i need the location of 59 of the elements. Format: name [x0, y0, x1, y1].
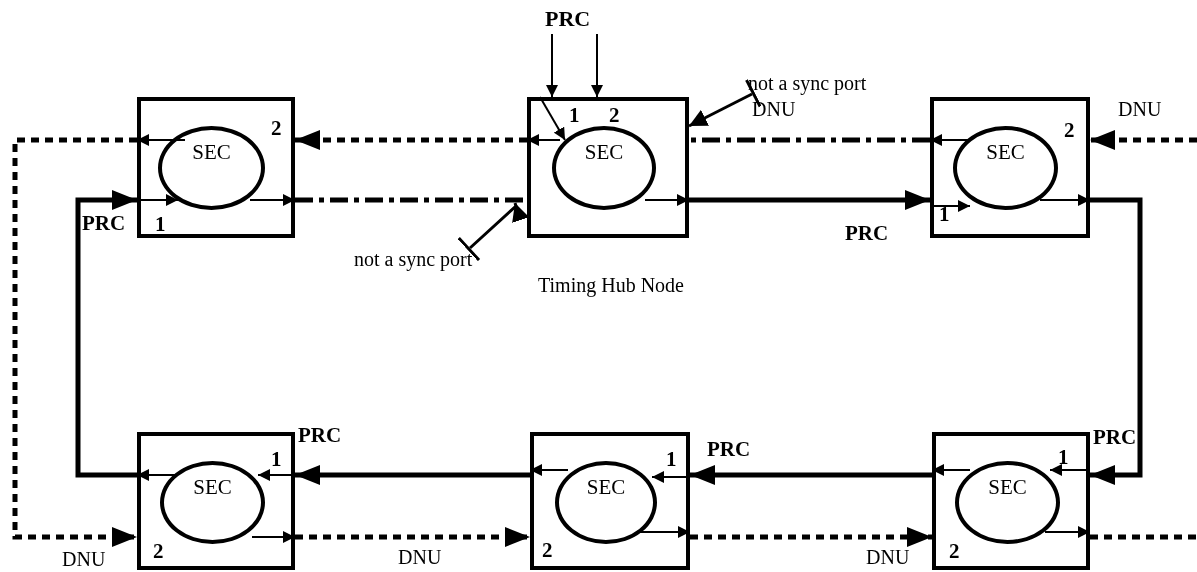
leader-arrow	[457, 202, 530, 262]
signal-arrow	[689, 190, 930, 210]
clock-name: SEC	[988, 475, 1027, 499]
network-node-box	[530, 432, 690, 570]
clock-ellipse	[555, 461, 657, 544]
port-number: 2	[1064, 119, 1075, 141]
clock-name: SEC	[986, 140, 1025, 164]
port-number: 1	[271, 448, 282, 470]
port-number: 1	[1058, 446, 1069, 468]
port-number: 1	[155, 213, 166, 235]
port-number: 2	[542, 539, 553, 561]
port-number: 2	[949, 540, 960, 562]
edge-label: PRC	[845, 222, 889, 244]
clock-ellipse	[552, 126, 656, 210]
clock-ellipse	[953, 126, 1058, 210]
network-node-box	[930, 97, 1090, 238]
signal-arrow	[75, 190, 137, 478]
edge-label: PRC	[298, 424, 342, 446]
edge-label: DNU	[752, 98, 796, 120]
network-node-box	[932, 432, 1090, 570]
edge-label: DNU	[1118, 98, 1162, 120]
port-number: 2	[609, 104, 620, 126]
edge-label: PRC	[82, 212, 126, 234]
signal-arrow	[591, 33, 603, 98]
port-number: 1	[666, 448, 677, 470]
dashed-connector	[295, 130, 527, 150]
clock-name: SEC	[193, 475, 232, 499]
clock-name: SEC	[584, 140, 624, 164]
dashed-connector	[1090, 534, 1197, 540]
dashed-connector	[689, 137, 930, 143]
port-number: 2	[271, 117, 282, 139]
port-number: 1	[569, 104, 580, 126]
signal-arrow	[546, 33, 558, 98]
edge-label: PRC	[707, 438, 751, 460]
signal-arrow	[295, 465, 530, 485]
signal-arrow	[1090, 197, 1143, 485]
edge-label: DNU	[398, 546, 442, 568]
node-caption: Timing Hub Node	[538, 274, 684, 296]
dashed-connector	[12, 137, 137, 547]
clock-name: SEC	[586, 475, 626, 499]
clock-name: SEC	[192, 140, 231, 164]
signal-arrow	[690, 465, 932, 485]
leader-arrow	[688, 79, 762, 128]
edge-label: DNU	[866, 546, 910, 568]
dashed-connector	[690, 527, 932, 547]
clock-ellipse	[158, 126, 265, 210]
port-number: 2	[153, 540, 164, 562]
edge-label: PRC	[1093, 426, 1137, 448]
clock-ellipse	[160, 461, 265, 544]
port-number: 1	[939, 203, 950, 225]
clock-ellipse	[955, 461, 1060, 544]
dashed-connector	[295, 527, 530, 547]
network-node-box	[137, 432, 295, 570]
annotation-text: not a sync port	[354, 248, 514, 270]
source-label: PRC	[545, 8, 607, 30]
dashed-connector	[1090, 130, 1197, 150]
network-node-box	[527, 97, 689, 238]
network-node-box	[137, 97, 295, 238]
edge-label: DNU	[62, 548, 106, 570]
